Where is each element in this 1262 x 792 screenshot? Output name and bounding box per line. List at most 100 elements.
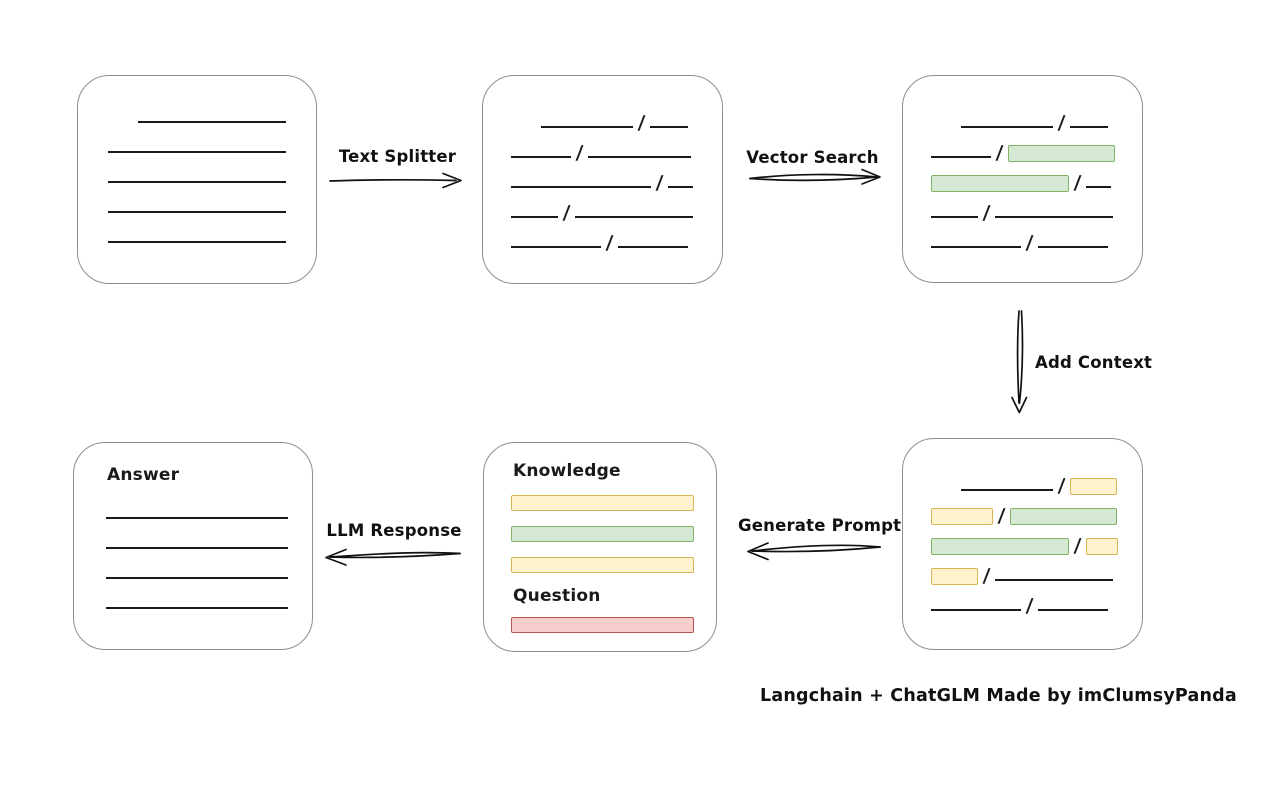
text-segment [511,156,571,158]
slash-separator: / [1057,112,1066,134]
text-line [108,241,286,243]
split-row: / [903,505,1142,527]
yellow-bar [511,557,694,573]
chunk-rows: / / / / / [483,112,722,264]
text-segment [931,246,1021,248]
prompt-box: Knowledge Question [483,442,717,652]
red-bar [511,617,694,633]
green-highlight-segment [1009,508,1117,525]
slash-separator: / [1057,475,1066,497]
text-line [108,181,286,183]
text-line [106,577,288,579]
text-segment [961,489,1053,491]
diagram-caption: Langchain + ChatGLM Made by imClumsyPand… [760,686,1237,706]
matched-chunks-box: / / / / / [902,75,1143,283]
slash-separator: / [575,142,584,164]
text-segment [511,186,651,188]
slash-separator: / [982,565,991,587]
text-line [106,607,288,609]
text-segment [617,246,688,248]
matched-chunk-rows: / / / / / [903,112,1142,264]
slash-separator: / [1073,172,1082,194]
question-label: Question [513,586,601,606]
answer-lines [74,517,312,637]
text-splitter-arrow [329,172,462,189]
split-row: / [483,202,722,224]
vector-search-label: Vector Search [746,148,879,167]
slash-separator: / [982,202,991,224]
context-chunks-box: / / / / / [902,438,1143,650]
text-segment [667,186,693,188]
text-segment [511,216,558,218]
vector-search-arrow [749,168,881,185]
split-row: / [903,142,1142,164]
green-bar [511,526,694,542]
text-segment [587,156,691,158]
slash-separator: / [605,232,614,254]
slash-separator: / [1073,535,1082,557]
text-segment [931,216,978,218]
text-segment [931,609,1021,611]
green-highlight-segment [931,538,1069,555]
llm-response-arrow [325,548,461,566]
add-context-arrow [1011,310,1028,414]
text-line [108,211,286,213]
text-segment [1069,126,1108,128]
slash-separator: / [655,172,664,194]
slash-separator: / [562,202,571,224]
context-chunk-rows: / / / / / [903,475,1142,627]
split-row: / [903,595,1142,617]
text-segment [649,126,688,128]
split-row: / [903,172,1142,194]
text-segment [1037,609,1108,611]
yellow-highlight-segment [931,568,978,585]
document-lines [78,121,316,271]
split-row: / [903,475,1142,497]
yellow-highlight-segment [931,508,993,525]
text-segment [994,579,1113,581]
split-row: / [483,142,722,164]
generate-prompt-arrow [747,542,881,561]
text-segment [511,246,601,248]
split-row: / [903,112,1142,134]
split-row: / [483,172,722,194]
knowledge-bars [511,495,694,573]
llm-response-label: LLM Response [326,521,462,540]
text-line [106,547,288,549]
answer-box: Answer [73,442,313,650]
text-segment [1085,186,1111,188]
text-segment [574,216,693,218]
split-row: / [903,565,1142,587]
text-line [108,151,286,153]
slash-separator: / [1025,232,1034,254]
question-bar [511,617,694,633]
split-row: / [903,202,1142,224]
slash-separator: / [997,505,1006,527]
add-context-label: Add Context [1035,353,1153,372]
split-row: / [483,112,722,134]
split-row: / [483,232,722,254]
text-segment [994,216,1113,218]
answer-label: Answer [107,465,180,485]
text-splitter-label: Text Splitter [338,147,457,166]
split-row: / [903,535,1142,557]
yellow-highlight-segment [1069,478,1117,495]
knowledge-label: Knowledge [513,461,621,481]
generate-prompt-label: Generate Prompt [738,516,902,535]
text-line [106,517,288,519]
text-segment [1037,246,1108,248]
text-line [138,121,286,123]
text-segment [931,156,991,158]
green-highlight-segment [931,175,1069,192]
slash-separator: / [1025,595,1034,617]
split-chunks-box: / / / / / [482,75,723,284]
slash-separator: / [995,142,1004,164]
slash-separator: / [637,112,646,134]
text-segment [961,126,1053,128]
green-highlight-segment [1007,145,1115,162]
yellow-highlight-segment [1085,538,1118,555]
document-box [77,75,317,284]
text-segment [541,126,633,128]
prompt-box-content: Knowledge Question [484,443,716,651]
